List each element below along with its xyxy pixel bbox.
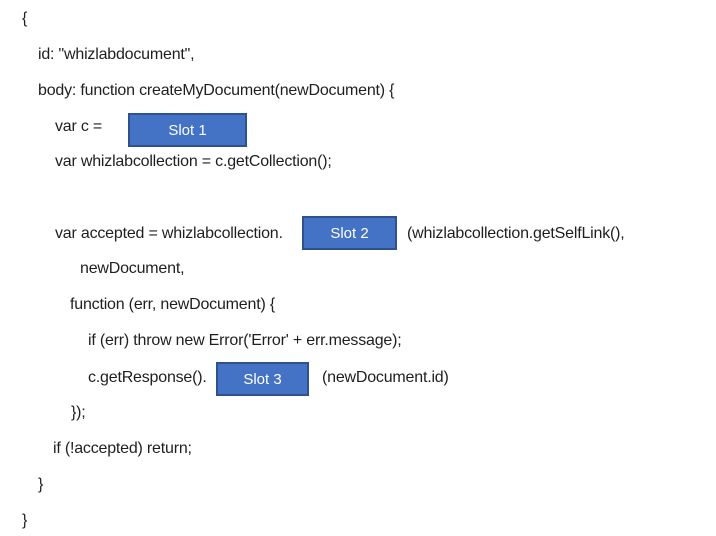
code-line-new-document-id: (newDocument.id) bbox=[322, 369, 449, 386]
code-line-close-brace: } bbox=[22, 512, 28, 529]
code-line-callback: function (err, newDocument) { bbox=[70, 296, 275, 313]
slot-1-label: Slot 1 bbox=[168, 121, 207, 139]
slot-2-label: Slot 2 bbox=[330, 224, 369, 242]
slot-2-drop-target[interactable]: Slot 2 bbox=[302, 216, 397, 250]
slot-3-drop-target[interactable]: Slot 3 bbox=[216, 362, 309, 396]
code-line-close-body: } bbox=[38, 476, 44, 493]
code-line-getselflink-args: (whizlabcollection.getSelfLink(), bbox=[407, 225, 625, 242]
code-line-var-accepted: var accepted = whizlabcollection. bbox=[55, 225, 283, 242]
code-line-if-not-accepted: if (!accepted) return; bbox=[53, 440, 192, 457]
code-line-if-err: if (err) throw new Error('Error' + err.m… bbox=[88, 332, 402, 349]
code-line-id: id: "whizlabdocument", bbox=[38, 46, 195, 63]
slot-1-drop-target[interactable]: Slot 1 bbox=[128, 113, 247, 147]
code-line-get-response: c.getResponse(). bbox=[88, 369, 207, 386]
code-line-new-document: newDocument, bbox=[80, 260, 185, 277]
code-line-body-function: body: function createMyDocument(newDocum… bbox=[38, 82, 395, 99]
code-line-open-brace: { bbox=[22, 10, 28, 27]
code-line-var-c: var c = bbox=[55, 118, 103, 135]
code-line-var-collection: var whizlabcollection = c.getCollection(… bbox=[55, 153, 332, 170]
slot-3-label: Slot 3 bbox=[243, 370, 282, 388]
code-line-close-callback: }); bbox=[71, 404, 86, 421]
